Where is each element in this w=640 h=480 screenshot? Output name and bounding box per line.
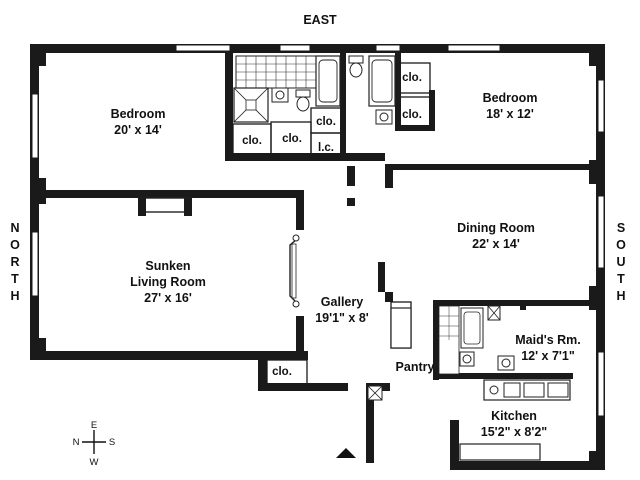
dining-room-size: 22' x 14' [472, 237, 520, 251]
pantry-label: Pantry [396, 360, 435, 374]
closet-label-1: clo. [242, 135, 262, 147]
south-letters-letter: H [616, 289, 625, 303]
south-letters-letter: T [617, 272, 625, 286]
north-letters-letter: H [10, 289, 19, 303]
maids-bath [438, 305, 515, 375]
kitchen-fixtures [367, 379, 571, 461]
compass-n: N [73, 437, 80, 448]
living-room-step [289, 234, 300, 308]
closet-outlines [232, 62, 431, 385]
closet-label-2: clo. [282, 133, 302, 145]
south-letters-letter: S [617, 221, 625, 235]
dining-room-name: Dining Room [457, 221, 535, 235]
compass-e: E [91, 420, 97, 431]
south-letters-letter: U [616, 255, 625, 269]
north-letters-letter: O [10, 238, 20, 252]
kitchen-size: 15'2" x 8'2" [481, 425, 548, 439]
bathroom-tiles [235, 55, 317, 89]
closet-label-6: clo. [272, 366, 292, 378]
south-letters-letter: O [616, 238, 626, 252]
bathtub-1 [315, 55, 341, 107]
living-room-name-2: Living Room [130, 275, 206, 289]
toilet-2 [348, 55, 364, 78]
toilet-1 [295, 89, 311, 112]
north-letters-letter: R [10, 255, 19, 269]
windows [31, 44, 605, 417]
linen-closet-label: l.c. [318, 142, 334, 154]
north-letters-letter: N [10, 221, 19, 235]
maids-room-name: Maid's Rm. [515, 333, 581, 347]
shower-stall [233, 87, 269, 123]
living-room-name-1: Sunken [145, 259, 190, 273]
bedroom-north-name: Bedroom [111, 107, 166, 121]
maids-room-size: 12' x 7'1" [521, 349, 575, 363]
bathtub-2 [368, 55, 396, 107]
pantry-counter [390, 307, 412, 349]
closet-label-3: clo. [316, 116, 336, 128]
fireplace [138, 197, 192, 216]
sink-2 [375, 109, 393, 125]
orientation-labels: EAST [303, 13, 337, 27]
closet-label-4: clo. [402, 72, 422, 84]
interior-walls [36, 53, 601, 463]
gallery-name: Gallery [321, 295, 363, 309]
closet-label-5: clo. [402, 109, 422, 121]
compass-s: S [109, 437, 115, 448]
kitchen-name: Kitchen [491, 409, 537, 423]
sink-1 [271, 87, 289, 103]
label-east: EAST [303, 13, 337, 27]
north-letters-letter: T [11, 272, 19, 286]
compass-w: W [90, 457, 99, 468]
bedroom-south-name: Bedroom [483, 91, 538, 105]
entrance-arrow-icon [336, 448, 356, 458]
compass-rose-icon: E W N S [73, 420, 116, 468]
bedroom-north-size: 20' x 14' [114, 123, 162, 137]
living-room-size: 27' x 16' [144, 291, 192, 305]
bedroom-south-size: 18' x 12' [486, 107, 534, 121]
gallery-size: 19'1" x 8' [315, 311, 369, 325]
